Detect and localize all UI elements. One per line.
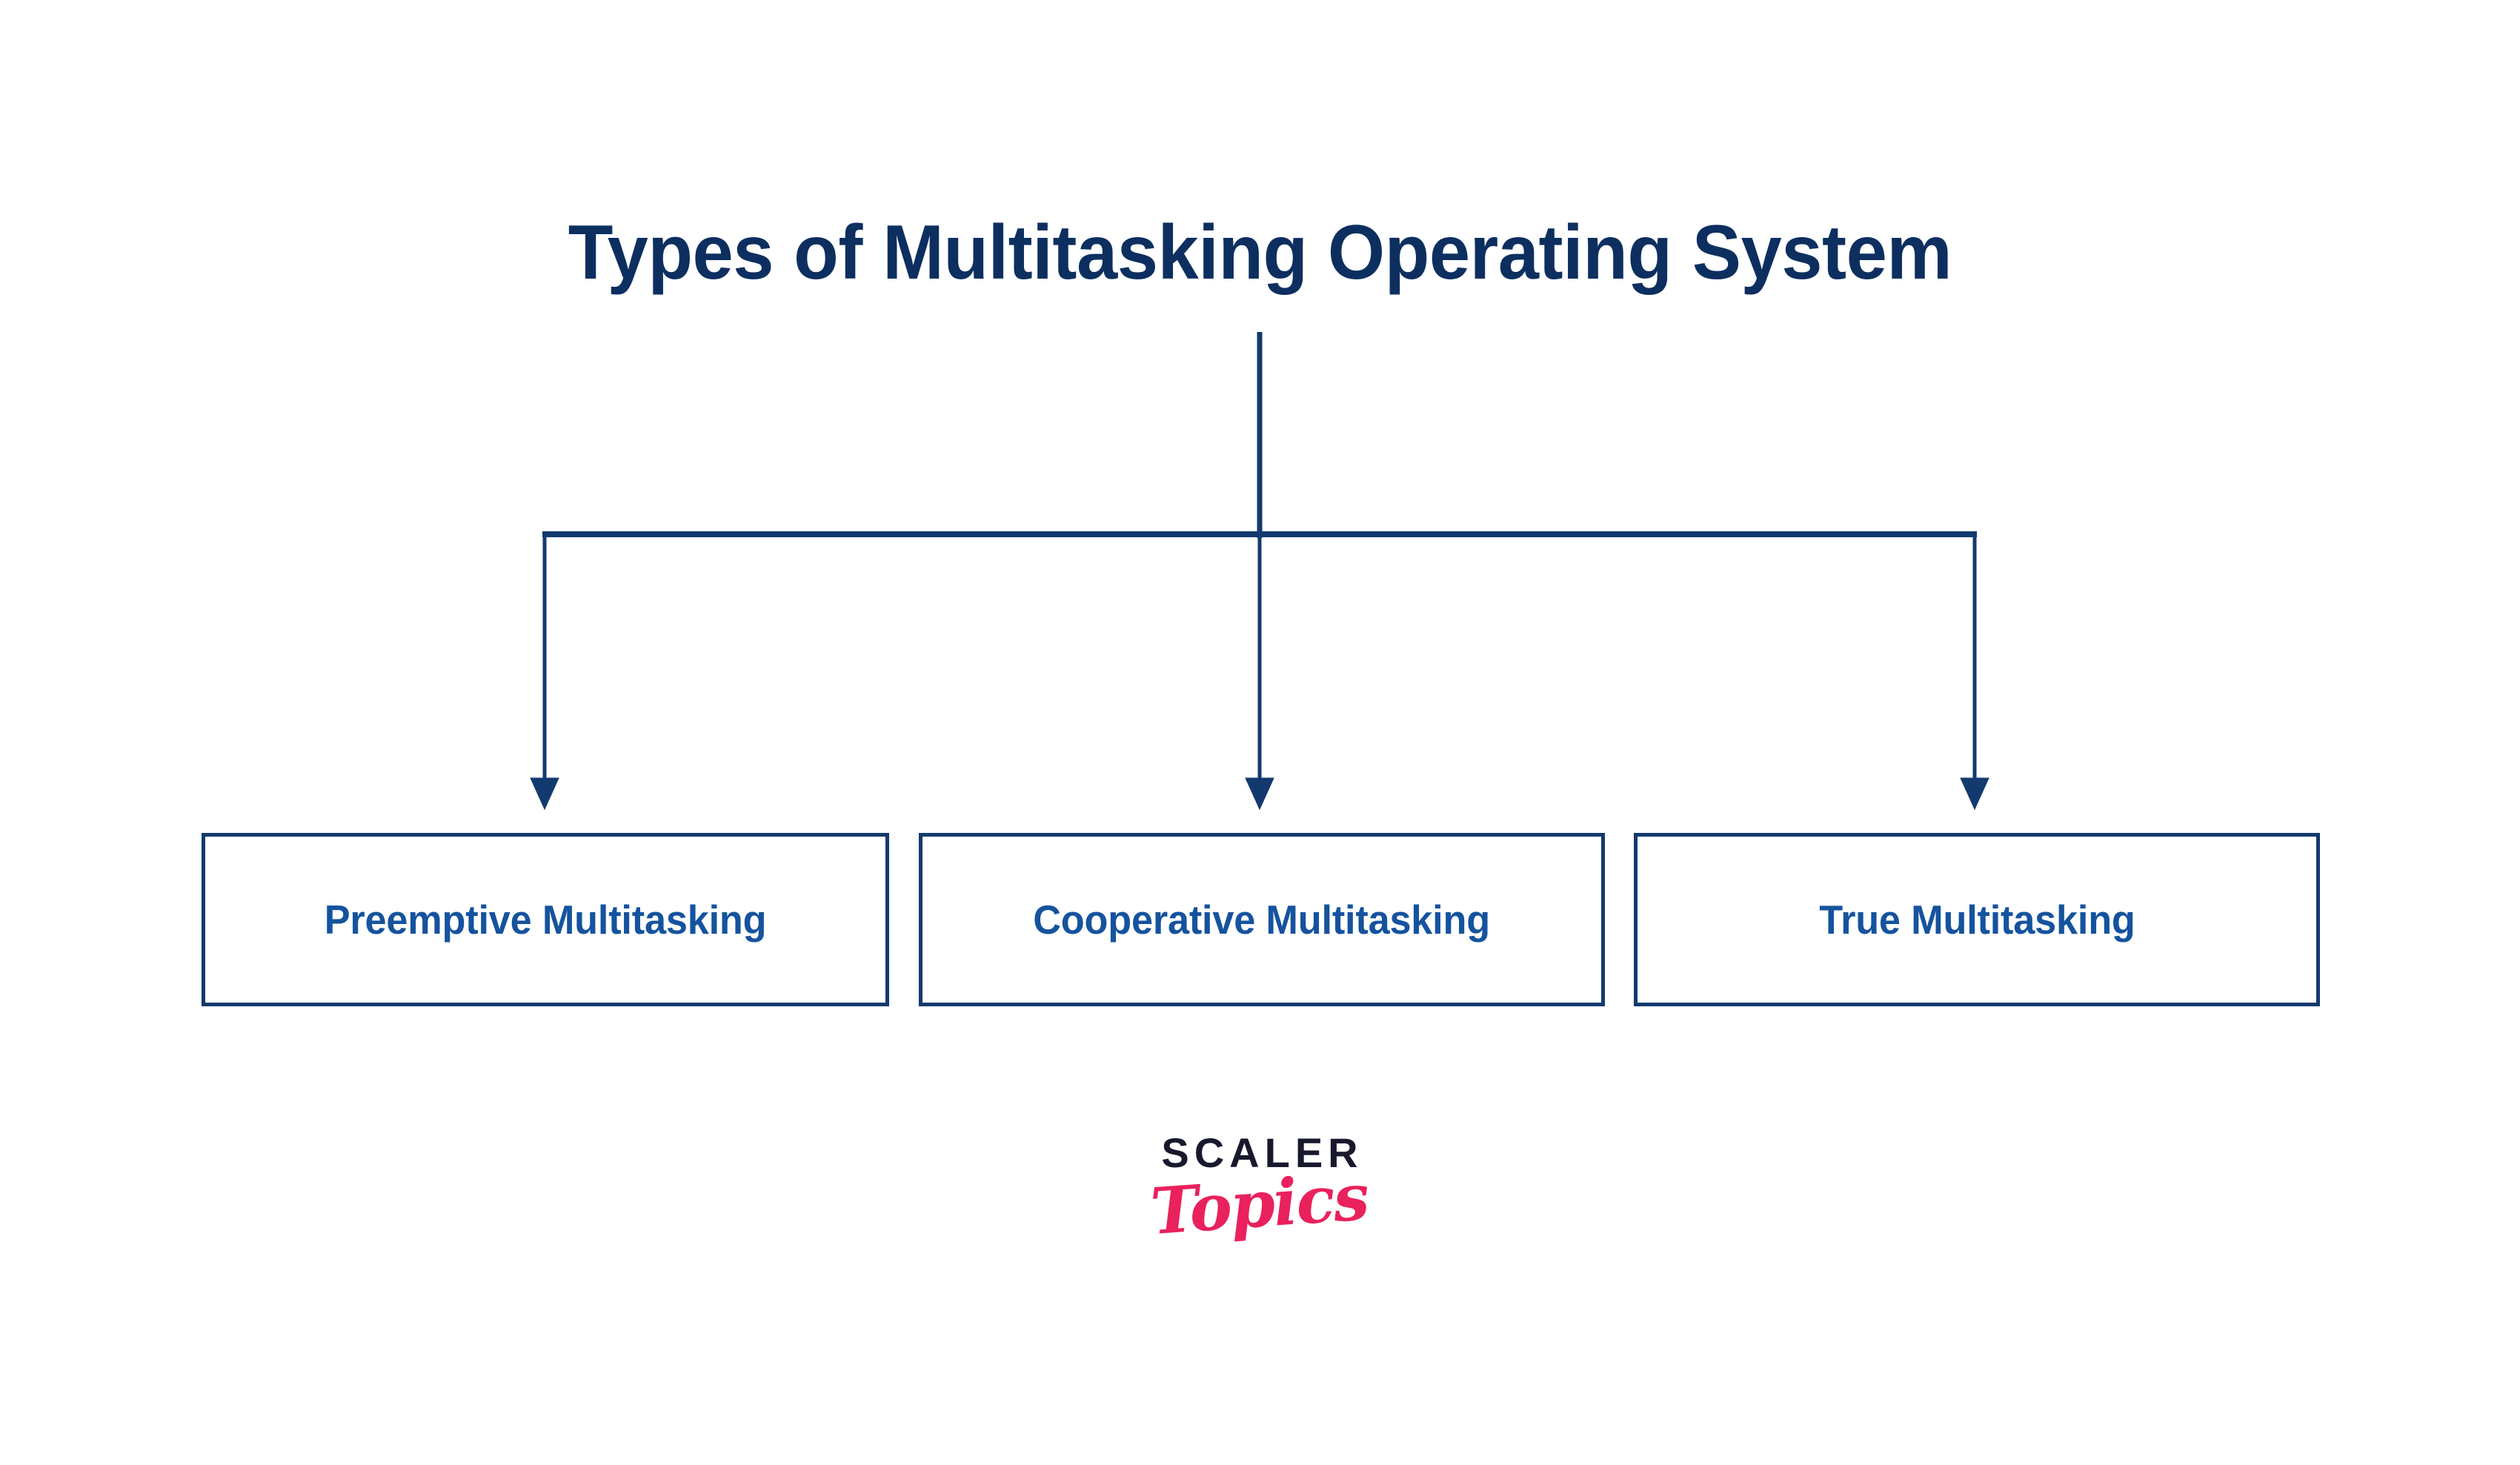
arrowhead-cooperative: [1245, 777, 1274, 811]
arrowhead-true: [1960, 777, 1989, 811]
node-label-preemptive: Preemptive Multitasking: [324, 897, 767, 943]
node-label-true: True Multitasking: [1818, 897, 2135, 943]
logo-wordmark-scaler: SCALER: [1161, 1129, 1363, 1176]
scaler-topics-logo: SCALER Topics: [1037, 1129, 1482, 1250]
node-label-cooperative: Cooperative Multitasking: [1033, 897, 1491, 943]
arrowhead-preemptive: [530, 777, 559, 811]
node-box-cooperative[interactable]: Cooperative Multitasking: [919, 833, 1605, 1006]
page-title: Types of Multitasking Operating System: [568, 210, 1952, 296]
logo-script-topics: Topics: [1148, 1159, 1371, 1250]
node-box-preemptive[interactable]: Preemptive Multitasking: [202, 833, 889, 1006]
node-box-true[interactable]: True Multitasking: [1634, 833, 2320, 1006]
